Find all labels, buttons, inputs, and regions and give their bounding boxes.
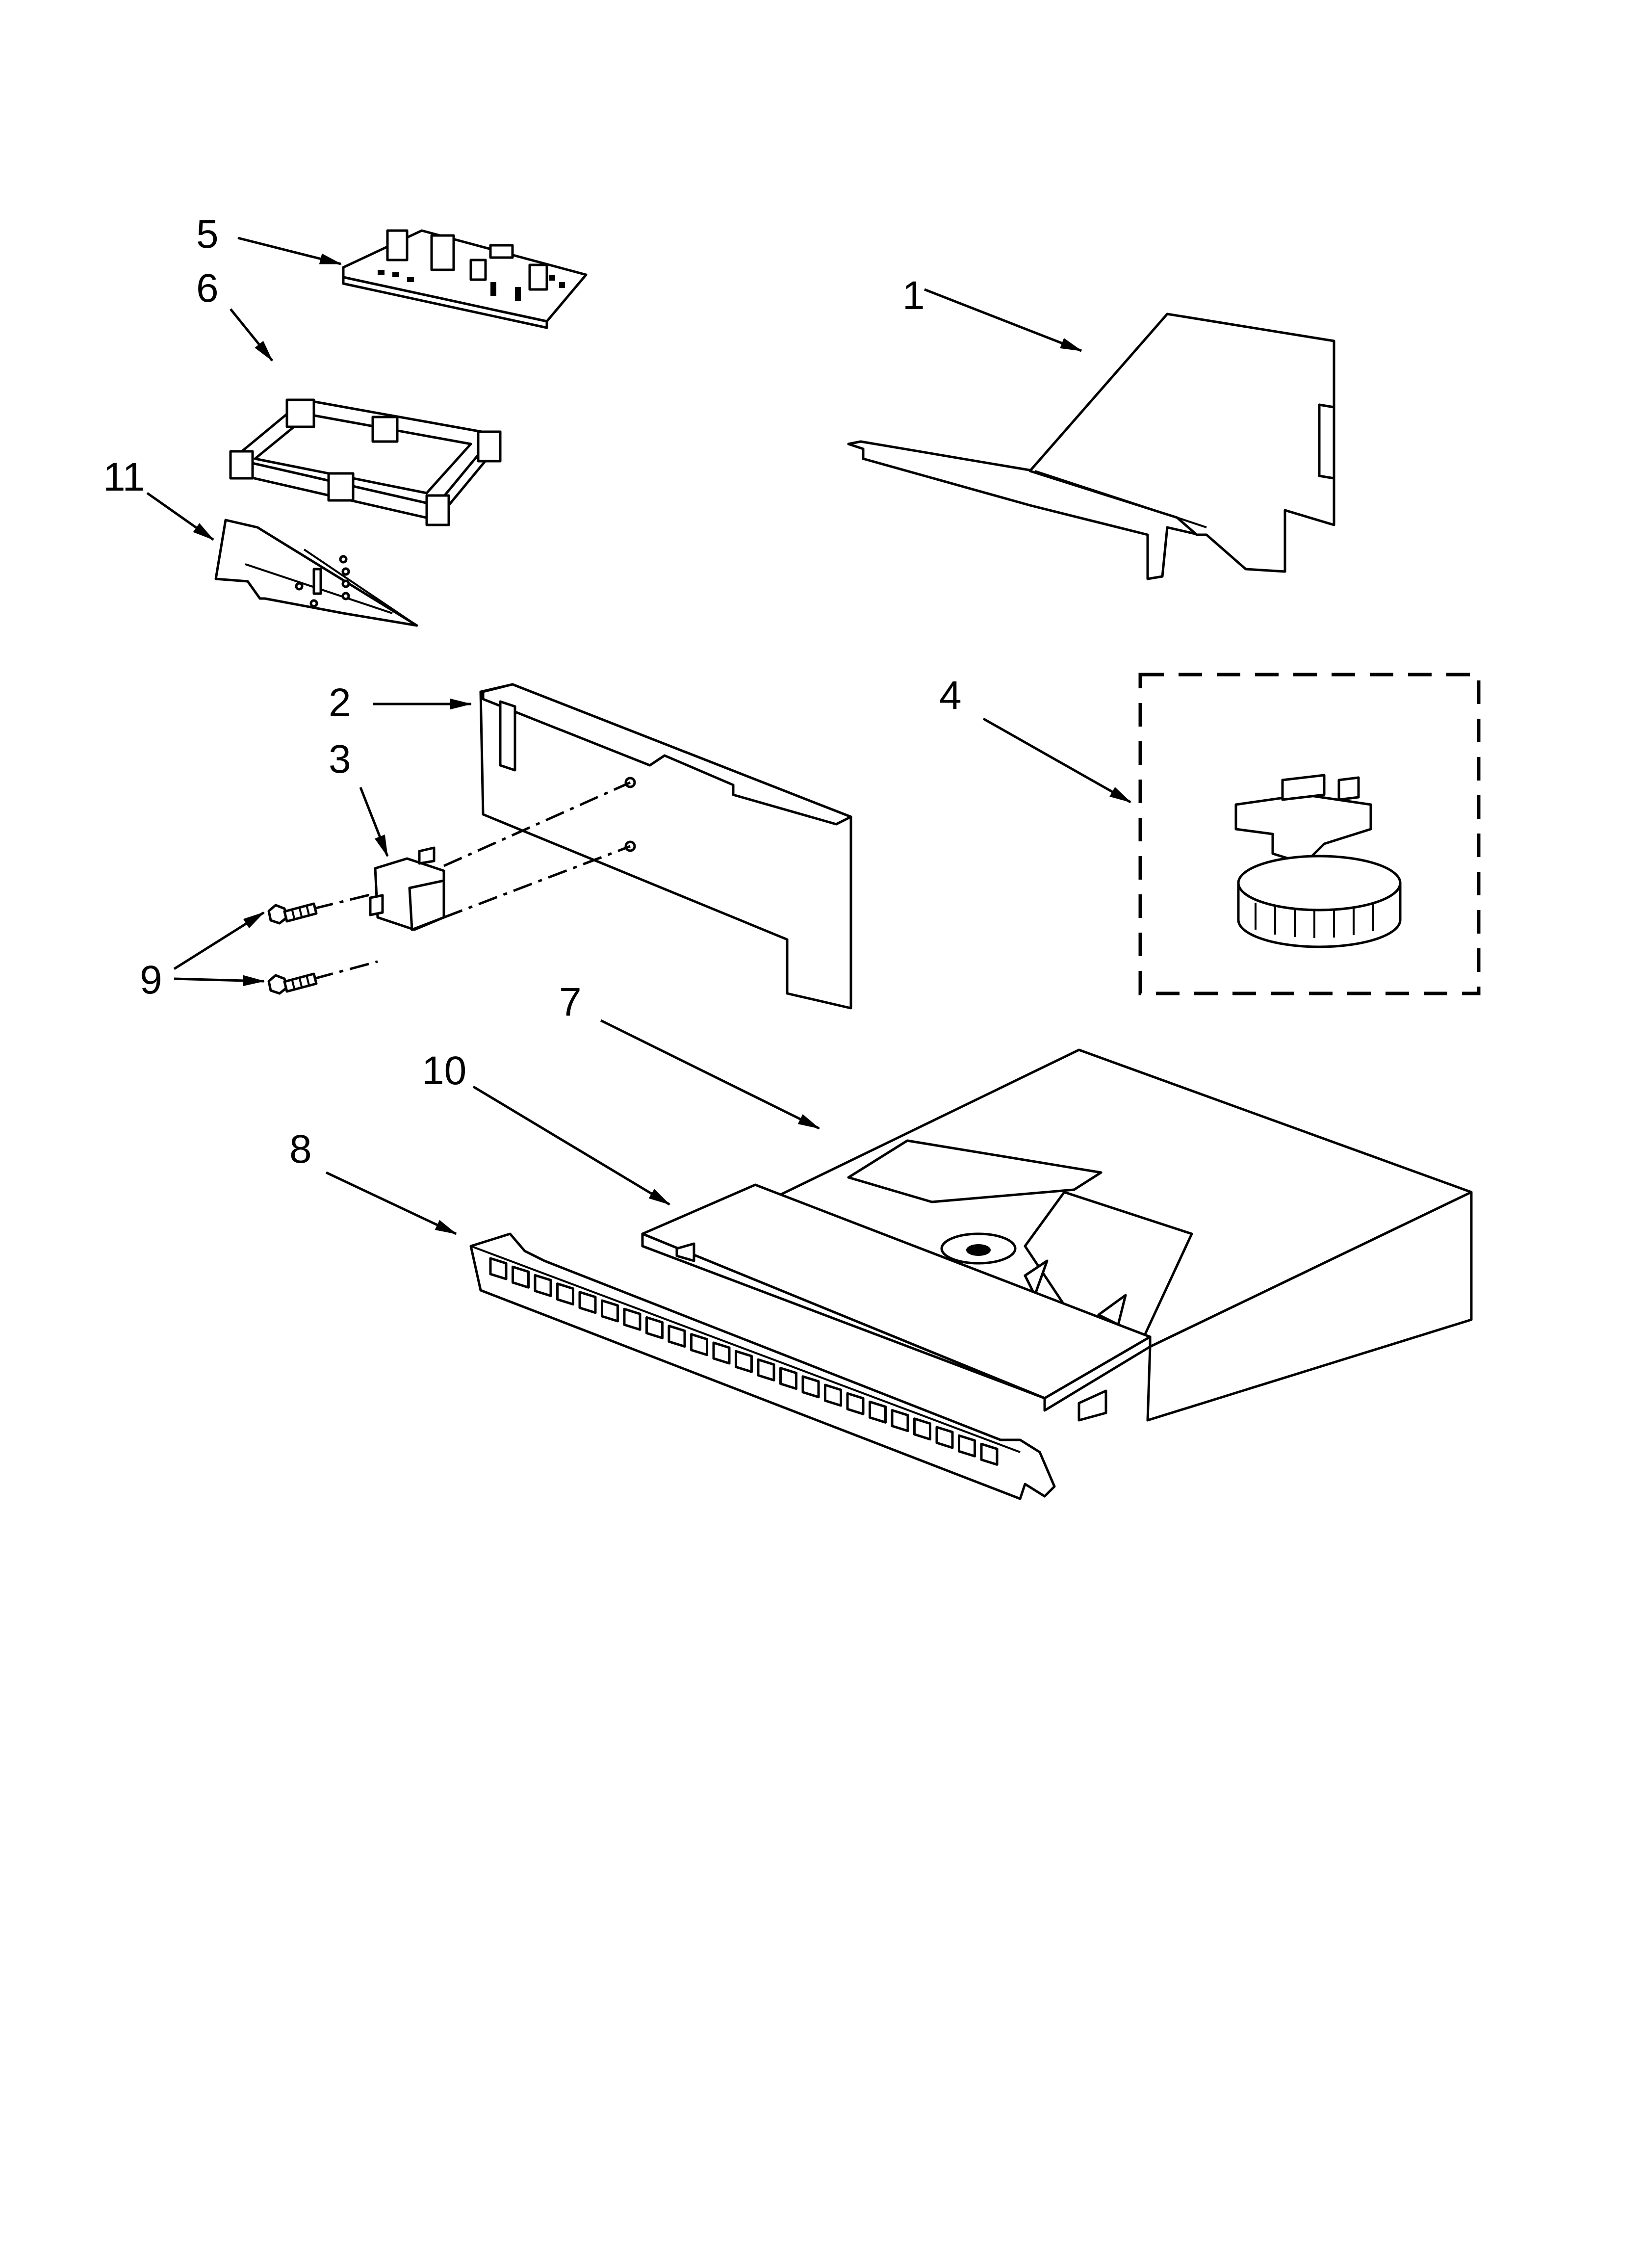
callout-10: 10 (422, 1048, 466, 1093)
grille-slot (578, 1291, 597, 1314)
grille-slot (846, 1392, 865, 1415)
grille-slot (534, 1274, 552, 1297)
grille-slot (712, 1341, 731, 1365)
callout-7: 7 (559, 980, 582, 1024)
grille-slot (824, 1383, 842, 1407)
arrow-9-upper (173, 911, 265, 970)
grille-slot (735, 1350, 753, 1373)
part-1-duct-panel (847, 313, 1335, 580)
grille-slot (667, 1325, 686, 1348)
arrow-1 (924, 288, 1083, 352)
grille-slot (935, 1426, 954, 1449)
arrow-5 (237, 236, 342, 265)
grille-slot (645, 1316, 664, 1339)
grille-slot (623, 1307, 641, 1331)
part-9-screw-upper (267, 902, 318, 925)
callout-6: 6 (196, 266, 219, 311)
grille-slot (556, 1282, 574, 1306)
grille-slot (869, 1400, 887, 1424)
arrow-9-lower (174, 975, 265, 987)
grille-slot (913, 1417, 931, 1441)
arrow-6 (230, 308, 273, 362)
leader-arrows (146, 236, 1131, 1235)
grille-slot (891, 1409, 909, 1433)
grille-slot (489, 1257, 508, 1280)
callouts: 1 2 3 4 5 6 7 8 9 10 11 (103, 212, 962, 1172)
grille-slot (757, 1358, 775, 1382)
callout-11: 11 (103, 455, 145, 499)
part-8-grille (469, 1232, 1056, 1500)
part-4-blower-assembly (1138, 673, 1481, 995)
part-3-relay (369, 846, 445, 931)
lower-screw-centerline (313, 845, 631, 980)
arrow-8 (325, 1171, 458, 1235)
arrow-3 (359, 787, 389, 858)
arrow-11 (146, 492, 214, 541)
callout-2: 2 (329, 680, 351, 725)
part-10-front-panel (641, 1183, 1152, 1422)
callout-9: 9 (140, 958, 162, 1002)
grille-slot (601, 1299, 619, 1323)
arrow-10 (472, 1085, 670, 1206)
part-11-bracket (214, 519, 418, 627)
grille-slot (690, 1333, 708, 1356)
grille-slot (512, 1265, 530, 1289)
callout-5: 5 (196, 212, 219, 257)
arrow-4 (982, 717, 1131, 804)
callout-1: 1 (902, 273, 925, 318)
callout-4: 4 (939, 673, 962, 718)
grille-slot (801, 1375, 820, 1399)
part-6-board-tray (229, 398, 502, 526)
arrow-7 (600, 1019, 821, 1130)
part-5-control-board (342, 229, 588, 329)
grille-slot (980, 1442, 999, 1466)
upper-screw-centerline (313, 781, 631, 910)
grille-slot (958, 1434, 976, 1458)
grille-slot (779, 1367, 797, 1390)
callout-8: 8 (289, 1127, 312, 1172)
part-2-side-panel (479, 683, 852, 1010)
callout-3: 3 (329, 737, 351, 782)
part-9-screw-lower (267, 972, 318, 995)
